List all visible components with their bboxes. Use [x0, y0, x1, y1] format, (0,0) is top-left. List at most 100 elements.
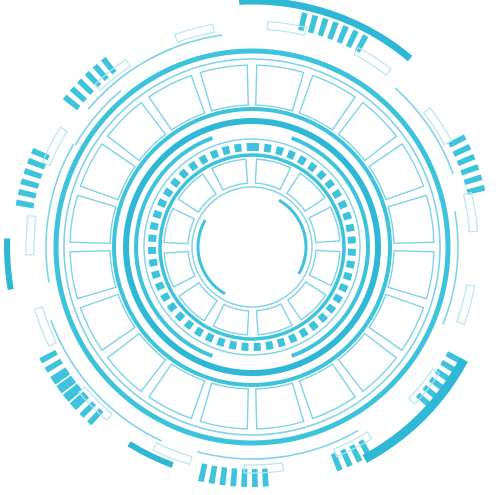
stripe-tick	[62, 383, 81, 400]
outer-cell	[147, 363, 206, 420]
inner-cell	[308, 206, 341, 244]
stripe-tick	[219, 466, 228, 486]
outer-thick-arc	[362, 357, 468, 463]
mid-dash	[287, 333, 298, 344]
mid-dash	[160, 292, 171, 303]
outer-cell	[337, 101, 398, 162]
mid-dash	[337, 199, 348, 210]
outer-cell	[298, 74, 357, 131]
outer-cell	[79, 293, 136, 352]
stripe-tick	[79, 401, 97, 418]
mid-dash	[170, 177, 181, 188]
outer-cell	[69, 250, 117, 300]
stripe-tick	[198, 463, 208, 483]
mid-arc-right	[290, 136, 370, 358]
outer-thin-arc	[196, 429, 359, 460]
inner-cell	[212, 303, 250, 336]
mid-dash	[193, 326, 204, 338]
inner-cell	[254, 158, 292, 191]
stripe-tick	[69, 391, 88, 408]
stripe-tick	[252, 468, 258, 487]
inner-ring-outer	[158, 153, 346, 341]
outer-thin-arc	[45, 143, 75, 283]
mid-dash	[342, 211, 352, 221]
mid-dash	[154, 281, 165, 291]
outer-cell	[106, 101, 167, 162]
outer-notch	[25, 214, 37, 256]
inner-cell-ring	[163, 158, 341, 336]
outer-cell	[387, 194, 435, 244]
mid-dash	[178, 168, 190, 180]
mid-dash	[345, 260, 355, 269]
outer-thick-arc	[127, 441, 174, 468]
outer-cell	[199, 64, 249, 112]
mid-ring-thick	[123, 118, 381, 376]
mid-dash	[174, 311, 186, 322]
stripe-tick	[71, 393, 90, 411]
outer-cell	[199, 382, 249, 430]
outer-thick-arc	[6, 238, 13, 282]
inner-ring-thin	[191, 186, 313, 308]
mid-dash	[187, 160, 199, 172]
outer-thin-arc	[87, 47, 173, 110]
stripe-tick	[52, 369, 71, 385]
mid-dash	[148, 247, 157, 255]
mid-dash	[275, 146, 285, 156]
mid-dash	[151, 270, 161, 280]
outer-notch	[152, 442, 193, 465]
inner-cell	[286, 280, 327, 321]
mid-dash	[316, 169, 327, 181]
stripe-tick	[39, 349, 58, 364]
outer-cell	[368, 142, 425, 201]
outer-notch	[173, 23, 215, 43]
mid-dash	[347, 248, 356, 257]
stripe-tick	[58, 378, 77, 394]
outer-notch	[332, 431, 373, 458]
main-ring-outer	[53, 48, 451, 446]
mid-dash	[149, 221, 159, 231]
mid-dash	[297, 155, 308, 166]
main-ring-thin	[63, 58, 441, 436]
inner-cell	[178, 281, 219, 322]
stripe-tick	[327, 21, 339, 41]
mid-dash	[345, 223, 355, 232]
outer-thin-arc-segments	[25, 20, 479, 474]
mid-dash	[307, 161, 318, 173]
mid-dash	[324, 178, 336, 190]
inner-cell	[308, 249, 341, 287]
stripe-tick	[15, 199, 35, 209]
mid-dash	[183, 319, 195, 331]
mid-dash	[286, 149, 296, 160]
outer-cell	[147, 74, 206, 131]
mid-dash	[253, 342, 262, 351]
outer-cell	[69, 194, 117, 244]
stripe-tick	[230, 468, 238, 487]
stripe-tick	[452, 144, 472, 157]
stripe-tick	[87, 408, 104, 426]
outer-notch	[462, 191, 479, 233]
outer-cell	[337, 332, 398, 393]
stripe-tick	[100, 56, 117, 75]
inner-cell	[211, 158, 249, 191]
outer-thick-arcs	[4, 0, 468, 468]
mid-dash	[156, 198, 168, 208]
outer-cell	[106, 332, 167, 393]
outer-thin-arc	[394, 87, 454, 175]
stripe-tick	[62, 94, 81, 111]
stripe-tick	[307, 14, 319, 34]
mid-dash	[166, 302, 178, 313]
stripe-tick	[64, 386, 83, 402]
mid-dash	[148, 258, 158, 267]
main-concentric-rings	[53, 48, 451, 446]
stripe-tick	[340, 448, 353, 468]
stripe-tick	[456, 154, 476, 166]
outer-notch	[94, 58, 131, 92]
outer-notch	[41, 126, 68, 167]
inner-rings	[158, 153, 346, 341]
stripe-tick	[17, 188, 37, 199]
mid-dash	[265, 340, 274, 350]
mid-dash	[325, 303, 337, 314]
outer-cell-ring	[69, 64, 435, 430]
middle-dashed-ring	[148, 143, 356, 351]
